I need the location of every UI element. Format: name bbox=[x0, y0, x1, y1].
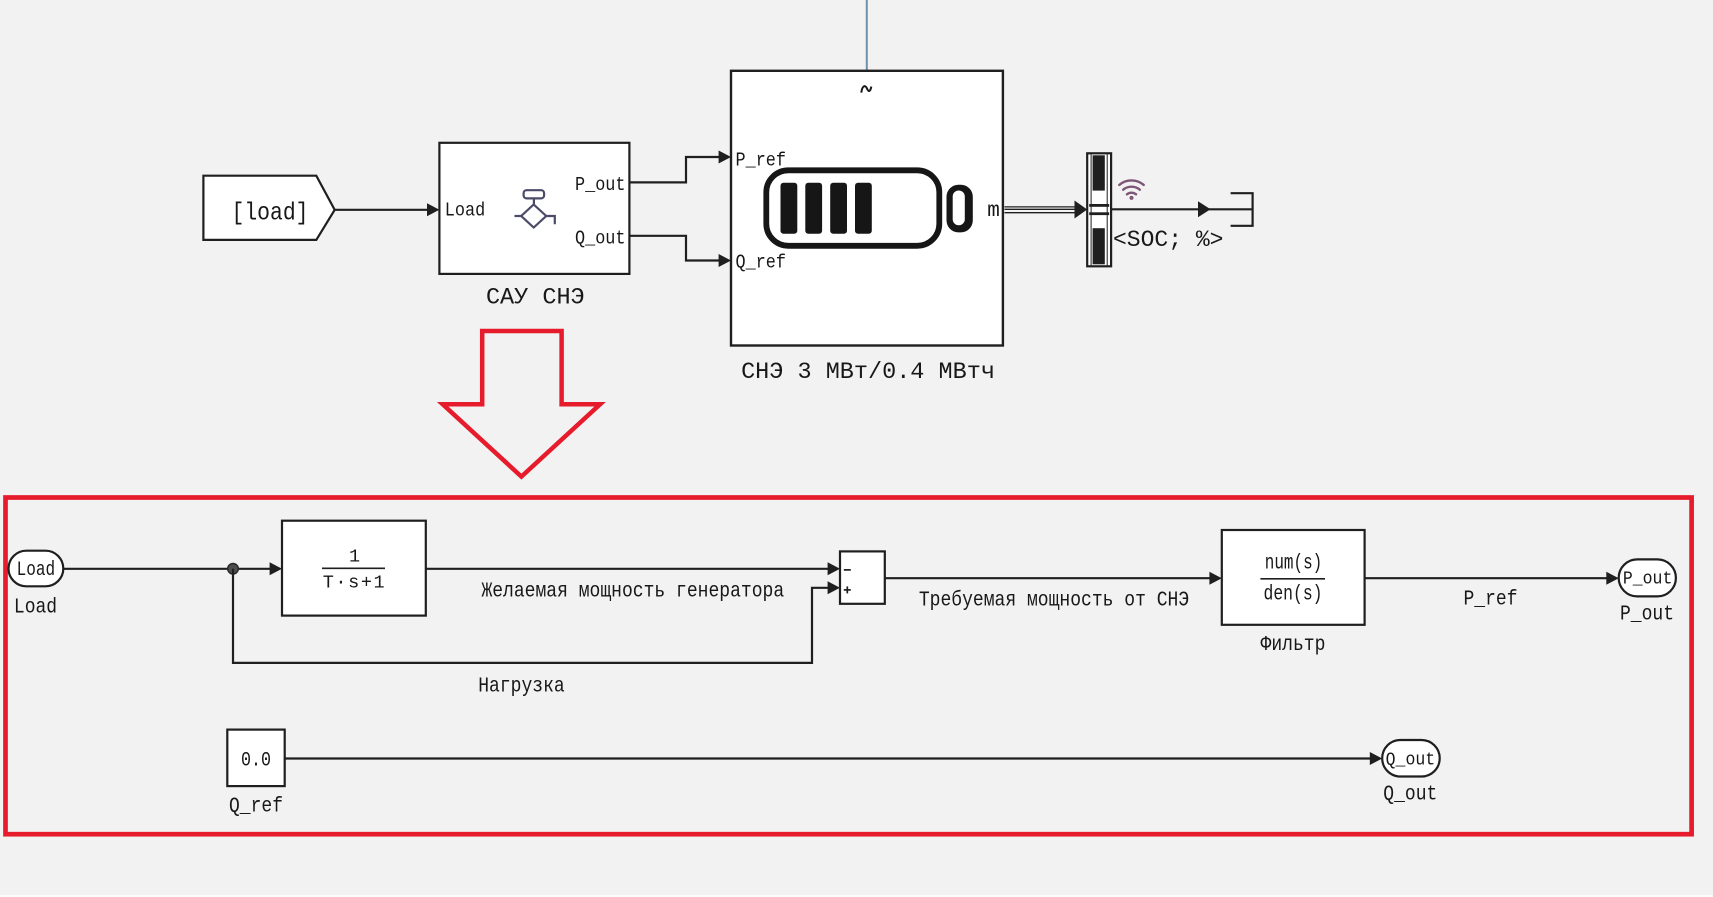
svg-text:Q_ref: Q_ref bbox=[736, 251, 787, 273]
svg-text:m: m bbox=[987, 200, 1000, 223]
svg-text:Желаемая мощность генератора: Желаемая мощность генератора bbox=[481, 580, 784, 604]
svg-text:Нагрузка: Нагрузка bbox=[478, 675, 565, 699]
svg-text:P_out: P_out bbox=[1620, 602, 1674, 626]
svg-text:P_ref: P_ref bbox=[736, 150, 787, 172]
svg-text:Load: Load bbox=[17, 559, 56, 582]
svg-text:P_out: P_out bbox=[575, 174, 626, 196]
svg-text:T·s+1: T·s+1 bbox=[323, 573, 387, 594]
svg-text:Q_out: Q_out bbox=[1386, 750, 1436, 771]
svg-text:den(s): den(s) bbox=[1264, 583, 1323, 607]
svg-text:Требуемая мощность от СНЭ: Требуемая мощность от СНЭ bbox=[919, 588, 1189, 612]
svg-text:Load: Load bbox=[14, 596, 57, 620]
svg-text:P_out: P_out bbox=[1623, 569, 1673, 590]
svg-text:0.0: 0.0 bbox=[241, 750, 271, 773]
svg-text:Q_out: Q_out bbox=[1383, 783, 1437, 807]
svg-text:САУ СНЭ: САУ СНЭ bbox=[486, 285, 585, 312]
svg-text:[load]: [load] bbox=[232, 198, 309, 227]
svg-text:Q_out: Q_out bbox=[575, 228, 626, 250]
svg-text:P_ref: P_ref bbox=[1464, 588, 1518, 612]
svg-text:<SOC; %>: <SOC; %> bbox=[1113, 227, 1223, 253]
svg-text:Фильтр: Фильтр bbox=[1261, 633, 1326, 657]
svg-text:1: 1 bbox=[349, 547, 360, 568]
svg-text:num(s): num(s) bbox=[1265, 551, 1323, 575]
svg-text:СНЭ 3 МВт/0.4 МВтч: СНЭ 3 МВт/0.4 МВтч bbox=[741, 359, 995, 386]
svg-text:Load: Load bbox=[445, 200, 485, 222]
svg-text:Q_ref: Q_ref bbox=[229, 795, 283, 819]
